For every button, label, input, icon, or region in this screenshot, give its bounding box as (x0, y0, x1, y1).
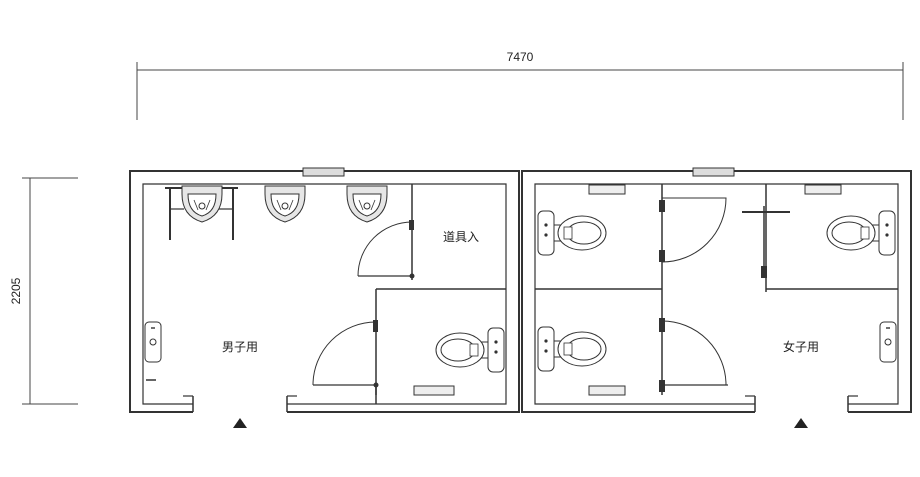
toilet-fixture (435, 327, 505, 373)
womens-cubicle-lower-left (537, 318, 728, 396)
height-dimension: 2205 (9, 177, 78, 405)
mens-room-label: 男子用 (222, 340, 258, 354)
height-dimension-label: 2205 (9, 277, 23, 304)
toilet-fixture (537, 326, 607, 372)
ventilation-fan (302, 167, 345, 177)
storage-room-label: 道具入 (443, 230, 479, 244)
womens-cubicle-upper-right (742, 184, 898, 292)
ventilation-fan (692, 167, 735, 177)
washbasin (144, 321, 162, 363)
urinal-fixture (346, 185, 388, 223)
width-dimension: 7470 (136, 50, 904, 120)
urinal-fixture (181, 185, 223, 223)
womens-entrance-marker (794, 418, 808, 428)
toilet-fixture (826, 210, 896, 256)
washbasin (879, 321, 897, 363)
mens-toilet-cubicle (312, 288, 506, 404)
right-unit: 女子用 (521, 167, 912, 428)
storage-closet: 道具入 (357, 184, 479, 280)
mens-entrance-marker (233, 418, 247, 428)
womens-room-label: 女子用 (783, 339, 819, 354)
left-unit: 道具入 男子用 (129, 167, 520, 428)
toilet-fixture (537, 210, 607, 256)
womens-cubicle-upper-left (537, 184, 727, 263)
width-dimension-label: 7470 (507, 50, 534, 64)
urinal-fixture (264, 185, 306, 223)
